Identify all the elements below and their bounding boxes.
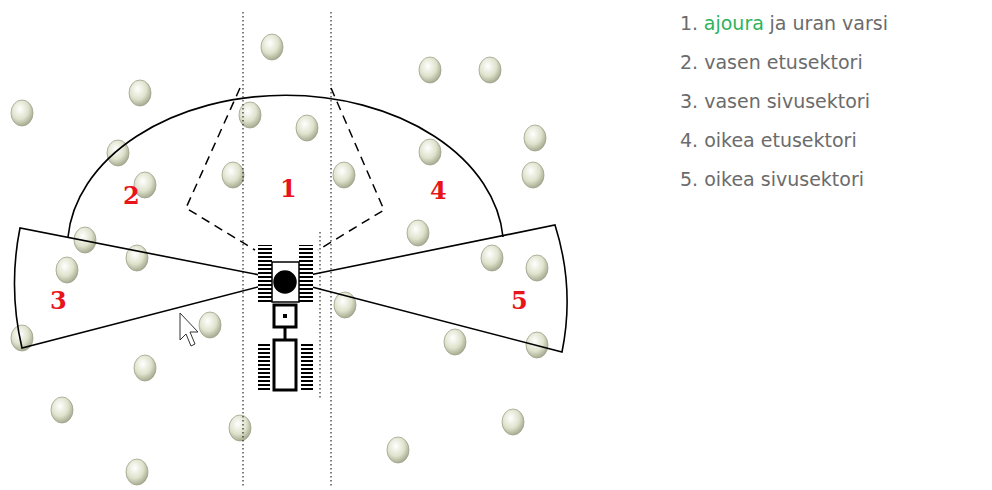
list-line: 1. ajoura ja uran varsi (680, 14, 888, 33)
tree-dot (524, 125, 546, 151)
sector-number: 1 (280, 177, 297, 201)
tree-dot (333, 162, 355, 188)
list-line: 3. vasen sivusektori (680, 92, 870, 111)
tree-dot (502, 409, 524, 435)
tree-dot (526, 255, 548, 281)
tree-dot (407, 220, 429, 246)
tree-dot (126, 459, 148, 485)
tree-dot (481, 245, 503, 271)
link-word: ajoura (704, 12, 764, 34)
tree-dot (11, 100, 33, 126)
tree-dot (479, 57, 501, 83)
list-text: ja uran varsi (770, 12, 888, 34)
strip-road-lines (243, 12, 331, 488)
tree-dot (239, 102, 261, 128)
harvester-symbol (258, 245, 313, 390)
tree-dot (56, 257, 78, 283)
tree-dot (51, 397, 73, 423)
mouse-cursor (180, 313, 198, 346)
sector-number: 3 (50, 289, 67, 313)
sector-number: 4 (430, 179, 447, 203)
tree-dot (419, 139, 441, 165)
tree-dot (522, 162, 544, 188)
list-line: 4. oikea etusektori (680, 131, 857, 150)
tree-dot (444, 329, 466, 355)
tree-dot (129, 80, 151, 106)
sector-number: 2 (123, 184, 140, 208)
list-text: 1. (680, 12, 698, 34)
tree-dot (261, 34, 283, 60)
tree-group (11, 34, 548, 485)
list-line: 2. vasen etusektori (680, 53, 863, 72)
tree-dot (199, 312, 221, 338)
list-line: 5. oikea sivusektori (680, 170, 864, 189)
right-side-sector (285, 225, 567, 352)
strip-road-sector (186, 88, 384, 250)
tree-dot (134, 355, 156, 381)
left-side-sector (14, 228, 285, 348)
tree-dot (222, 162, 244, 188)
tree-dot (387, 437, 409, 463)
tree-dot (419, 57, 441, 83)
tree-dot (296, 115, 318, 141)
sector-number: 5 (511, 289, 528, 313)
tree-dot (229, 415, 251, 441)
front-arc (68, 95, 503, 237)
